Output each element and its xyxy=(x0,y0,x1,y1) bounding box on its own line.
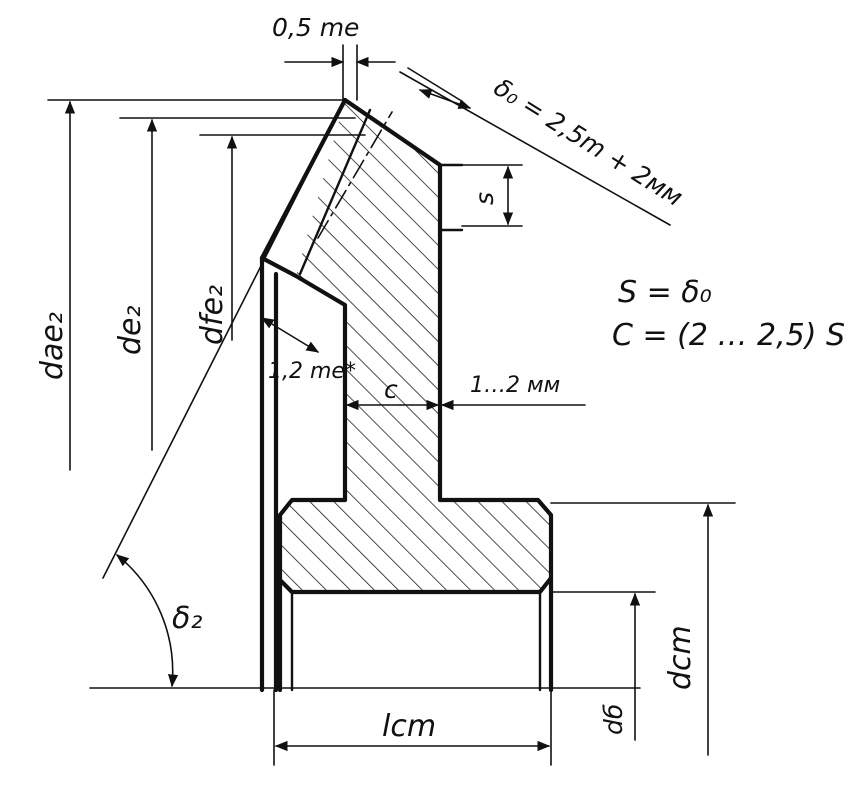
label-dst: dcm xyxy=(663,625,698,690)
label-dfe2: dfe₂ xyxy=(195,285,230,345)
label-db: dб xyxy=(599,704,628,735)
pitch-cone-line xyxy=(102,99,346,579)
dim-de2: de₂ xyxy=(113,118,158,451)
label-rim-thickness: δ₀ = 2,5m + 2мм xyxy=(489,72,688,211)
hatched-section xyxy=(280,100,551,592)
formula-block: S = δ₀ C = (2 … 2,5) S xyxy=(612,275,845,353)
formula-s: S = δ₀ xyxy=(618,275,712,310)
tooth-centerline xyxy=(317,111,393,239)
dim-chamfer: 1,2 me* xyxy=(260,317,356,384)
label-s: s xyxy=(470,192,499,205)
dim-db: dб xyxy=(550,591,656,741)
dim-lst: lcm xyxy=(273,689,552,766)
dim-c-and-gap: c 1…2 мм xyxy=(345,373,586,411)
dim-s: s xyxy=(461,164,523,227)
label-lst: lcm xyxy=(382,709,436,744)
dim-dfe2: dfe₂ xyxy=(195,135,238,345)
dim-rim-thickness: δ₀ = 2,5m + 2мм xyxy=(399,67,688,226)
label-half-module: 0,5 me xyxy=(272,13,359,42)
label-chamfer: 1,2 me* xyxy=(268,359,356,384)
dim-dae2: dae₂ xyxy=(35,100,76,471)
dim-dst: dcm xyxy=(550,502,736,756)
label-gap: 1…2 мм xyxy=(470,373,560,398)
dim-angle-delta2: δ₂ xyxy=(116,554,202,688)
formula-c: C = (2 … 2,5) S xyxy=(612,318,845,353)
dim-half-module: 0,5 me xyxy=(272,13,396,101)
diameter-extension-lines xyxy=(47,99,366,136)
label-dae2: dae₂ xyxy=(35,312,70,380)
label-delta2: δ₂ xyxy=(172,601,202,636)
label-c: c xyxy=(384,375,398,404)
label-de2: de₂ xyxy=(113,305,148,355)
